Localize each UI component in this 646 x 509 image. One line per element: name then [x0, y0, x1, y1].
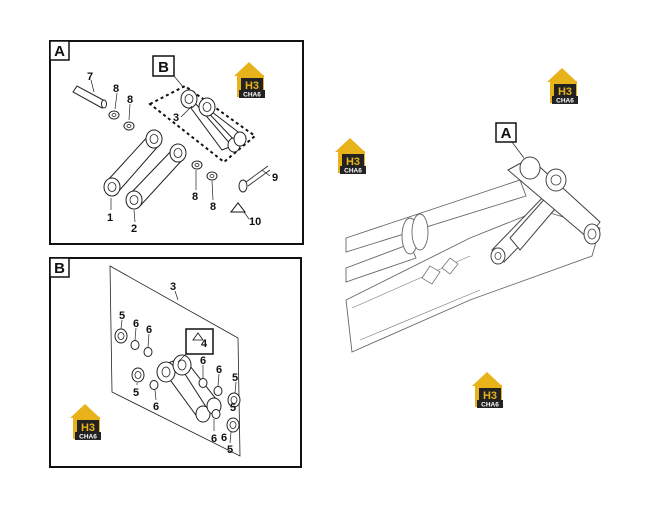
callout-1: 1 — [107, 212, 113, 224]
callout-5: 5 — [227, 444, 233, 456]
callout-4: 4 — [201, 338, 208, 350]
callout-6: 6 — [153, 401, 159, 413]
callout-5: 5 — [133, 387, 139, 399]
pin-7 — [72, 85, 107, 109]
torque-symbol-4 — [192, 332, 204, 341]
link-assembly-3b — [156, 354, 222, 423]
callout-8: 8 — [113, 83, 119, 95]
watermark-logo: H3 CHA6 — [335, 138, 366, 175]
panel-b-tag-box — [49, 257, 70, 278]
callout-2: 2 — [131, 223, 137, 235]
callout-6: 6 — [211, 433, 217, 445]
bushing-5c — [227, 392, 241, 408]
washer-8b — [123, 121, 135, 131]
torque-symbol-10 — [229, 202, 247, 213]
washer-8a — [108, 110, 120, 120]
seal-6d — [198, 378, 208, 388]
washer-8d — [206, 171, 218, 181]
callout-5: 5 — [119, 310, 125, 322]
watermark-logo: H3 CHA6 — [472, 372, 503, 409]
callout-5: 5 — [232, 372, 238, 384]
svg-text:CHA6: CHA6 — [79, 434, 97, 441]
callout-6: 6 — [221, 432, 227, 444]
seal-6e — [213, 386, 223, 396]
washer-8c — [191, 160, 203, 170]
seal-6a — [130, 340, 140, 350]
subassembly-envelope — [148, 84, 257, 164]
svg-text:CHA6: CHA6 — [556, 98, 574, 105]
callout-5: 5 — [230, 402, 236, 414]
callout-4-box — [185, 328, 214, 355]
callout-7: 7 — [87, 71, 93, 83]
callout-3: 3 — [173, 112, 179, 124]
callout-6: 6 — [146, 324, 152, 336]
panel-b-tag: B — [54, 260, 65, 277]
callout-8: 8 — [192, 191, 198, 203]
seal-6c — [149, 380, 159, 390]
link-2 — [125, 143, 187, 210]
callout-6: 6 — [216, 364, 222, 376]
callout-3: 3 — [170, 281, 176, 293]
pin-9 — [238, 165, 271, 193]
link-1 — [103, 129, 163, 197]
bushing-5d — [226, 417, 240, 433]
callout-8: 8 — [210, 201, 216, 213]
link-assembly-3 — [180, 89, 248, 153]
callout-8: 8 — [127, 94, 133, 106]
panel-a-tag-box — [49, 40, 70, 61]
callout-9: 9 — [272, 172, 278, 184]
svg-text:H3: H3 — [346, 156, 360, 168]
overview-tag-box — [495, 122, 517, 143]
watermark-logo: H3 CHA6 — [70, 404, 101, 441]
overview-tag: A — [501, 125, 512, 142]
bushing-5b — [131, 367, 145, 383]
callout-10: 10 — [249, 216, 261, 228]
panel-b-envelope — [109, 265, 241, 457]
panel-a: A B — [49, 40, 304, 245]
panel-a-tag: A — [54, 43, 65, 60]
callout-6: 6 — [133, 318, 139, 330]
svg-text:CHA6: CHA6 — [243, 92, 261, 99]
svg-text:H3: H3 — [558, 86, 572, 98]
svg-text:H3: H3 — [81, 422, 95, 434]
panel-a-subassembly-tag: B — [158, 59, 169, 76]
svg-text:CHA6: CHA6 — [344, 168, 362, 175]
seal-6f — [211, 409, 221, 419]
panel-a-subassembly-tag-box — [152, 55, 175, 77]
watermark-logo: H3 CHA6 — [234, 62, 265, 99]
svg-text:H3: H3 — [245, 80, 259, 92]
svg-text:H3: H3 — [483, 390, 497, 402]
panel-b: B — [49, 257, 302, 468]
seal-6b — [143, 347, 153, 357]
callout-6: 6 — [200, 355, 206, 367]
boom-overview: A H3 CHA6 H3 CHA6 H3 CHA6 — [335, 68, 601, 409]
svg-text:CHA6: CHA6 — [481, 402, 499, 409]
bushing-5a — [114, 328, 128, 344]
watermark-logo: H3 CHA6 — [547, 68, 578, 105]
